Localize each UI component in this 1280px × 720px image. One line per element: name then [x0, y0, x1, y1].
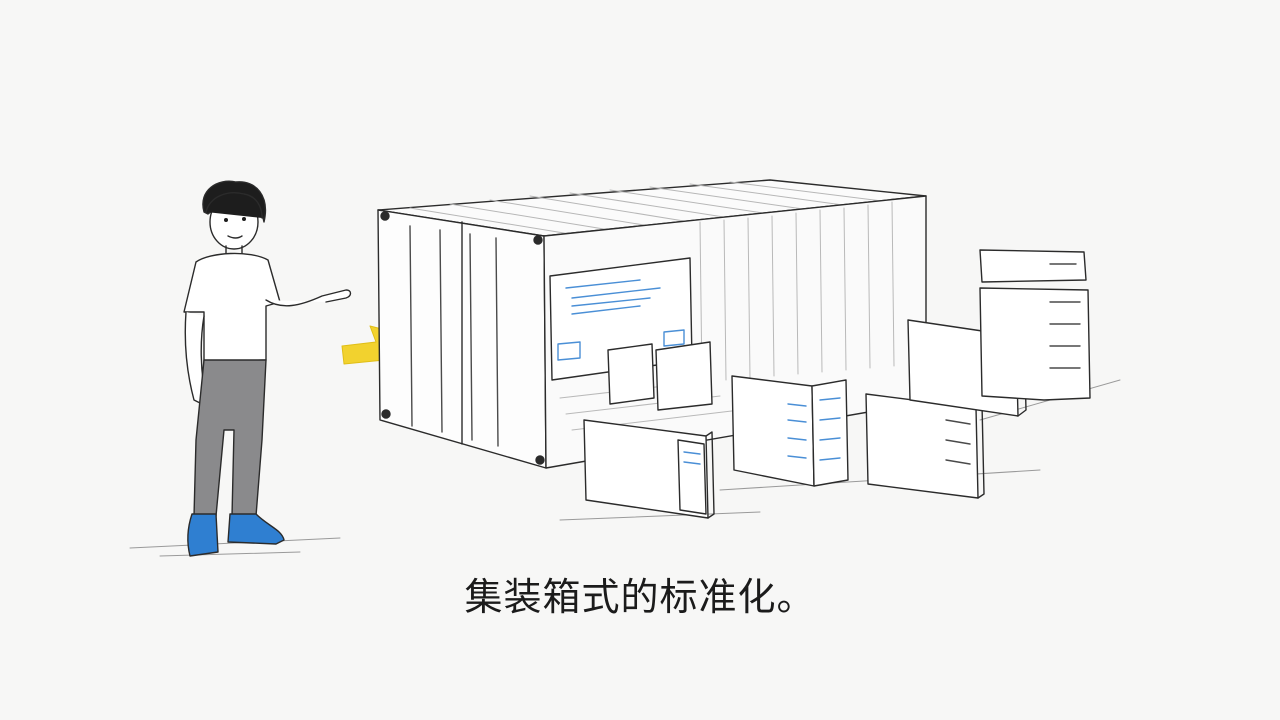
person-right-shoe — [227, 513, 285, 545]
person-left-shoe — [187, 513, 219, 557]
server-towers — [583, 249, 1091, 519]
subtitle-caption: 集装箱式的标准化。 — [464, 575, 816, 619]
person-pants — [193, 359, 267, 517]
person-pointing — [183, 180, 352, 557]
